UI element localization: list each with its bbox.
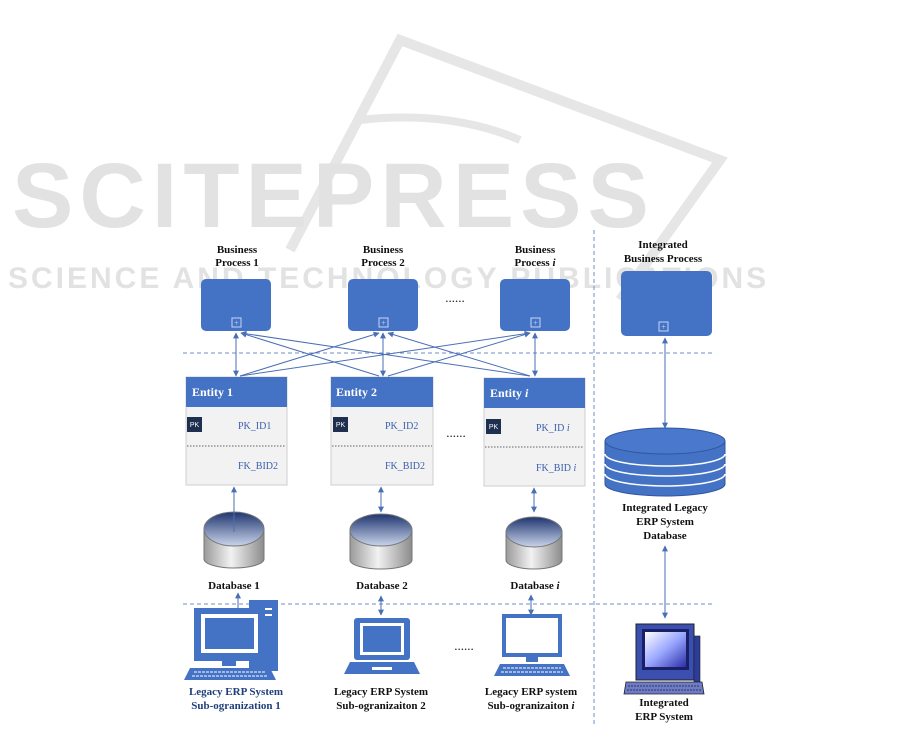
separators [183, 230, 714, 725]
integrated-process-box[interactable]: + [621, 271, 712, 336]
process-box-2[interactable]: + [348, 279, 418, 331]
process-i-label-line2: Process i [514, 257, 556, 269]
system-1-label-line1: Legacy ERP System [189, 686, 283, 698]
pk-badge [486, 419, 501, 434]
laptop-computer-icon[interactable] [344, 618, 420, 674]
expand-icon [658, 321, 669, 332]
entity-2-fk-field: FK_BID2 [385, 461, 425, 472]
watermark-book-page [359, 113, 522, 144]
svg-text:+: + [661, 323, 666, 332]
process-1-label-line1: Business [217, 244, 258, 256]
expand-icon [530, 317, 541, 328]
process-entity-links [233, 330, 538, 377]
process-box-i[interactable]: + [500, 279, 570, 331]
svg-text:PK: PK [336, 422, 346, 429]
entity-1-fk-field: FK_BID2 [238, 461, 278, 472]
entity-i-pk-field: PK_ID i [536, 423, 570, 434]
integrated-db-label-line3: Database [643, 530, 687, 542]
desktop-computer-icon[interactable] [184, 600, 278, 680]
svg-text:+: + [234, 319, 239, 328]
process-2-label-line2: Process 2 [361, 257, 405, 269]
watermark: SCITEPRESS SCIENCE AND TECHNOLOGY PUBLIC… [8, 33, 766, 303]
process-i-label-line1: Business [515, 244, 556, 256]
entity-1-title: Entity 1 [192, 385, 233, 399]
entity-2-pk-field: PK_ID2 [385, 421, 418, 432]
integrated-db-label-line2: ERP System [636, 516, 694, 528]
entity-i[interactable]: Entity i PK PK_ID i FK_BID i [483, 377, 586, 487]
database-i-label: Database i [510, 580, 560, 592]
process-2-label-line1: Business [363, 244, 404, 256]
integrated-process-label-line1: Integrated [638, 239, 688, 251]
system-2-label-line1: Legacy ERP System [334, 686, 428, 698]
expand-icon [231, 317, 242, 328]
svg-text:+: + [381, 319, 386, 328]
svg-text:PK: PK [489, 424, 499, 431]
database-2-label: Database 2 [356, 580, 408, 592]
watermark-book-shape [285, 33, 728, 303]
process-box-1[interactable]: + [201, 279, 271, 331]
watermark-title: SCITEPRESS [12, 145, 655, 247]
integrated-database-icon[interactable] [604, 427, 726, 497]
svg-text:PK: PK [190, 422, 200, 429]
integrated-system-label-line1: Integrated [639, 697, 689, 709]
entity-ellipsis: ...... [446, 425, 466, 440]
monitor-computer-icon[interactable] [494, 614, 570, 676]
process-ellipsis: ...... [445, 290, 465, 305]
system-ellipsis: ...... [454, 638, 474, 653]
process-1-label-line2: Process 1 [215, 257, 258, 269]
system-2-label-line2: Sub-ogranizaiton 2 [336, 700, 426, 712]
integrated-process-label-line2: Business Process [624, 253, 703, 265]
database-1-label: Database 1 [208, 580, 260, 592]
entity-i-fk-field: FK_BID i [536, 463, 577, 474]
entity-1-pk-field: PK_ID1 [238, 421, 271, 432]
entity-1[interactable]: Entity 1 PK PK_ID1 FK_BID2 [185, 376, 288, 486]
system-i-label-line2: Sub-ogranizaiton i [487, 700, 575, 712]
entity-i-title: Entity i [490, 386, 529, 400]
integrated-system-label-line2: ERP System [635, 711, 693, 723]
integrated-db-label-line1: Integrated Legacy [622, 502, 708, 514]
entity-2-title: Entity 2 [336, 385, 377, 399]
entity-2[interactable]: Entity 2 PK PK_ID2 FK_BID2 [330, 376, 434, 486]
system-i-label-line1: Legacy ERP system [485, 686, 577, 698]
database-i-icon[interactable] [505, 516, 563, 570]
database-2-icon[interactable] [349, 513, 413, 570]
system-1-label-line2: Sub-ogranization 1 [191, 700, 281, 712]
pk-badge [187, 417, 202, 432]
expand-icon [378, 317, 389, 328]
integrated-computer-icon[interactable] [623, 623, 705, 695]
pk-badge [333, 417, 348, 432]
svg-text:+: + [533, 319, 538, 328]
